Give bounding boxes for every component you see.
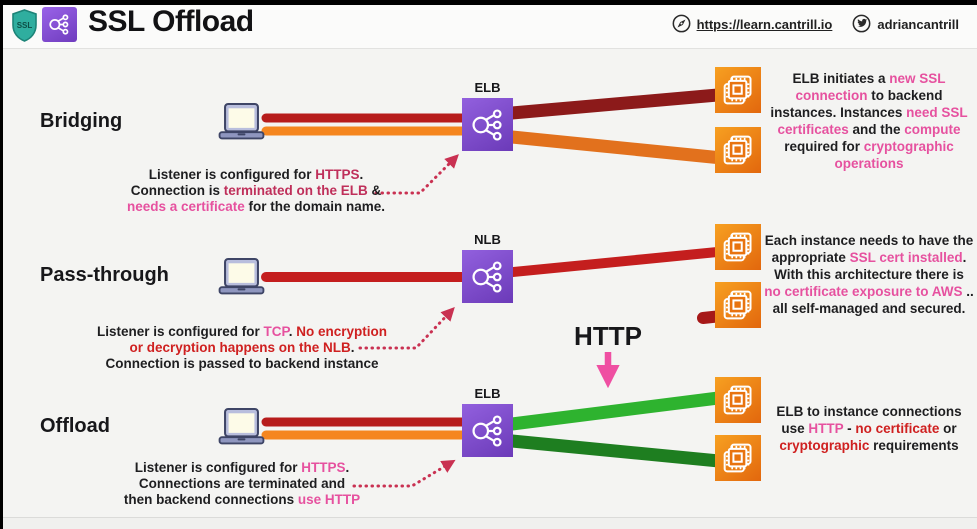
- lb-label-passthrough: NLB: [474, 232, 501, 247]
- top-border: [0, 0, 977, 5]
- ec2-instance-icon: [715, 67, 761, 113]
- ec2-instance-icon: [715, 282, 761, 328]
- bridging-backend-ssl-line-2: [505, 130, 759, 168]
- ec2-instance-icon: [715, 127, 761, 173]
- laptop-icon-passthrough: [218, 257, 265, 302]
- offload-annotation-arrow: [352, 459, 456, 488]
- twitter-handle: adriancantrill: [877, 17, 959, 32]
- row-label-offload: Offload: [40, 415, 110, 437]
- laptop-icon-offload: [218, 407, 265, 452]
- offload-backend-http-line-1: [505, 387, 757, 431]
- ec2-instance-icon: [715, 435, 761, 481]
- bridging-annotation-arrow: [374, 154, 459, 195]
- page-title: SSL Offload: [88, 5, 254, 38]
- bottom-strip: [0, 517, 977, 529]
- passthrough-note: Listener is configured for TCP. No encry…: [96, 324, 388, 371]
- course-site-link[interactable]: https://learn.cantrill.io: [672, 14, 833, 36]
- svg-text:SSL: SSL: [17, 21, 33, 30]
- elb-header-icon: [42, 7, 77, 42]
- laptop-icon-bridging: [218, 102, 265, 147]
- http-callout-label: HTTP: [574, 321, 642, 351]
- offload-backend-http-line-2: [505, 434, 757, 471]
- row-label-passthrough: Pass-through: [40, 264, 169, 286]
- elb-icon-offload: [462, 404, 513, 457]
- header: SSL SSL Offload: [0, 0, 977, 49]
- twitter-bird-icon: [852, 14, 871, 36]
- bridging-backend-ssl-line-1: [505, 85, 759, 120]
- course-site-url: https://learn.cantrill.io: [696, 17, 833, 32]
- lb-label-bridging: ELB: [474, 80, 501, 95]
- elb-icon-bridging: [462, 98, 513, 151]
- nlb-icon-passthrough: [462, 250, 513, 303]
- lb-label-offload: ELB: [474, 386, 501, 401]
- header-links: https://learn.cantrill.io adriancantrill: [672, 0, 959, 49]
- twitter-link[interactable]: adriancantrill: [852, 14, 959, 36]
- left-border: [0, 0, 3, 529]
- offload-note: Listener is configured for HTTPS.Connect…: [123, 460, 361, 507]
- row-label-bridging: Bridging: [40, 110, 123, 132]
- ssl-shield-icon: SSL: [11, 9, 38, 47]
- ec2-instance-icon: [715, 224, 761, 270]
- bridging-note: Listener is configured for HTTPS.Connect…: [126, 167, 386, 214]
- passthrough-annotation-arrow: [358, 306, 455, 350]
- ec2-instance-icon: [715, 377, 761, 423]
- compass-icon: [672, 14, 691, 36]
